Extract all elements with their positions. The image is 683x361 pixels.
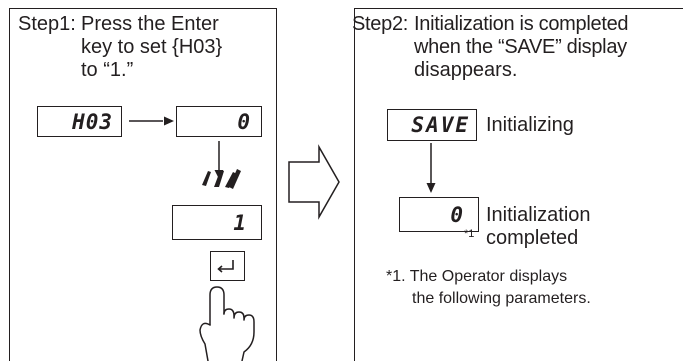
display-complete-zero: 0	[399, 197, 479, 232]
footnote-line1: *1. The Operator displays	[386, 268, 568, 285]
display-save: SAVE	[387, 109, 477, 141]
completed-line2: completed	[486, 227, 579, 249]
display-complete-zero-value: 0	[450, 203, 464, 227]
enter-return-icon	[217, 260, 234, 273]
display-save-value: SAVE	[411, 113, 470, 137]
arrow-down-icon-2	[426, 143, 436, 193]
step2-instruction-line1: Initialization is completed	[414, 13, 629, 35]
display-one-value: 1	[233, 211, 247, 235]
initializing-label: Initializing	[486, 114, 574, 136]
step2-instruction-line3: disappears.	[414, 59, 518, 81]
display-one: 1	[172, 205, 262, 240]
step1-label: Step1:	[18, 13, 76, 35]
display-h03-value: H03	[72, 110, 113, 134]
pointing-hand-icon	[199, 286, 255, 361]
arrow-right-icon	[129, 116, 174, 126]
step2-instruction-line2: when the “SAVE” display	[414, 36, 627, 58]
step1-instruction-line2: key to set {H03}	[81, 36, 223, 58]
completed-line1: Initialization	[486, 204, 591, 226]
footnote-line2: the following parameters.	[412, 290, 591, 307]
step2-label: Step2:	[352, 13, 409, 35]
step2-panel: Step2: Initialization is completed when …	[352, 8, 683, 361]
right-arrow-icon	[288, 144, 340, 220]
enter-key	[210, 251, 245, 281]
display-zero: 0	[176, 106, 262, 137]
footnote-reference: *1	[464, 228, 475, 240]
display-zero-value: 0	[237, 110, 251, 134]
blink-indicator-icon	[202, 169, 241, 189]
display-h03: H03	[37, 106, 122, 137]
step1-instruction-line1: Press the Enter	[81, 13, 219, 35]
step1-instruction-line3: to “1.”	[81, 59, 134, 81]
